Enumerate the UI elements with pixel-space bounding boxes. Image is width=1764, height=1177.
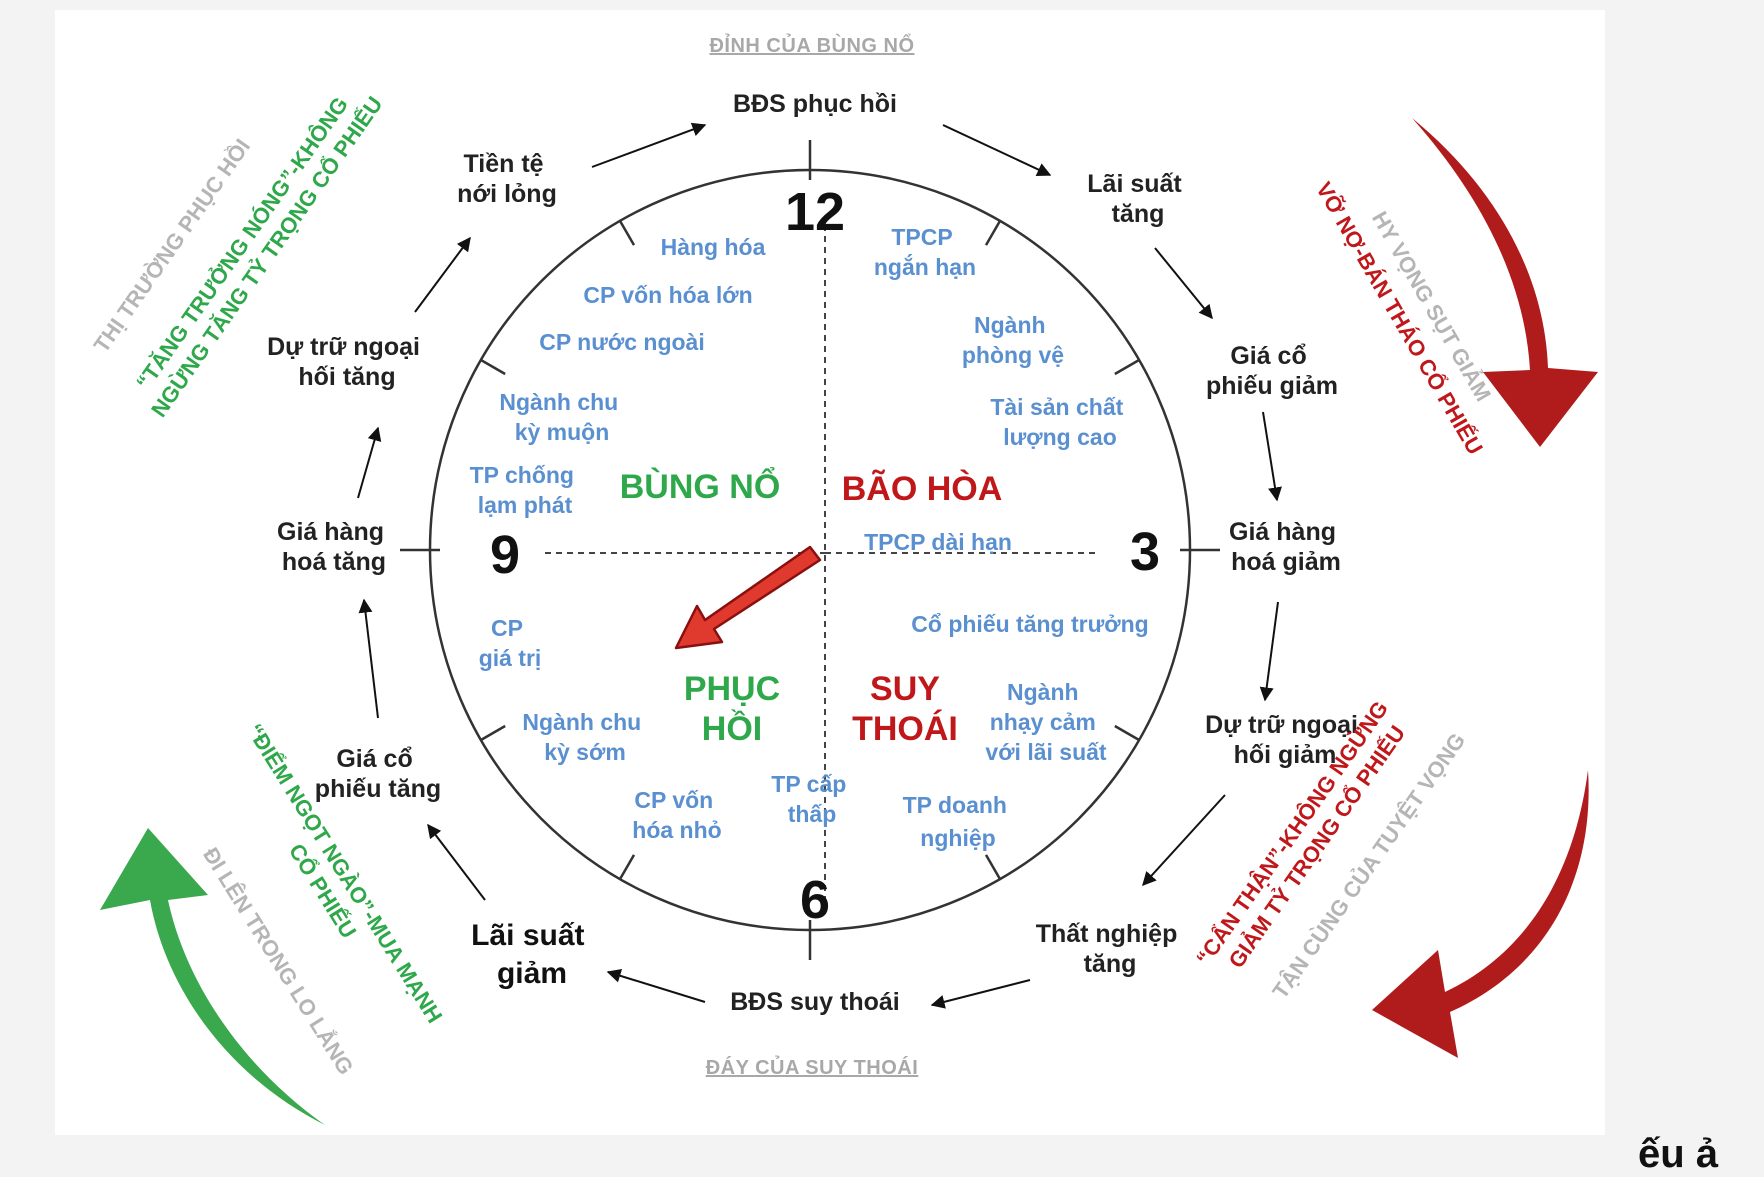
node-gia-co-phieu-giam: Giá cổ phiếu giảm (1206, 342, 1338, 400)
node-gia-co-phieu-tang: Giá cổ phiếu tăng (315, 745, 441, 803)
clock-tick-2 (1114, 358, 1140, 376)
peak-of-boom-label: ĐỈNH CỦA BÙNG NỔ (709, 33, 914, 57)
asset-nganh-chu-ky-muon: Ngành chu kỳ muộn (499, 389, 624, 445)
clock-tick-11 (618, 220, 636, 246)
clock-ticks (400, 140, 1220, 960)
diagram-panel (55, 10, 1605, 1135)
node-gia-hang-hoa-giam: Giá hàng hoá giảm (1229, 518, 1343, 576)
arrow-lai-suat-to-gia-cp (1154, 247, 1213, 320)
quadrant-recession-line-2: THOÁI (852, 710, 958, 748)
node-bds-suy-thoai: BĐS suy thoái (730, 988, 899, 1016)
clock-tick-10 (480, 358, 506, 376)
asset-cp-von-hoa-nho: CP vốn hóa nhỏ (632, 787, 721, 843)
red-curved-arrow-top-right (1412, 118, 1598, 447)
asset-nganh-chu-ky-som: Ngành chu kỳ sớm (522, 709, 647, 765)
node-gia-hang-hoa-tang: Giá hàng hoá tăng (277, 518, 391, 576)
quadrant-saturation-label: BÃO HÒA (842, 470, 1003, 508)
quadrant-recovery-line-1: PHỤC (684, 670, 780, 708)
asset-cp-nuoc-ngoai: CP nước ngoài (539, 329, 705, 355)
clock-face (400, 140, 1220, 960)
clock-hand-arrow (674, 545, 822, 650)
node-du-tru-ngoai-hoi-giam: Dự trữ ngoại hối giảm (1205, 711, 1365, 769)
asset-cp-von-hoa-lon: CP vốn hóa lớn (583, 282, 752, 308)
quadrant-recession-line-1: SUY (870, 670, 940, 708)
arrow-lai-suat-to-gia-cp-tang (427, 823, 486, 901)
asset-tp-chong-lam-phat: TP chống lạm phát (470, 462, 581, 518)
cycle-arrows (357, 122, 1282, 1009)
asset-hang-hoa: Hàng hóa (661, 234, 766, 260)
clock-number-6: 6 (800, 870, 830, 930)
node-tien-te-noi-long: Tiền tệ nới lỏng (457, 150, 557, 208)
quadrant-recovery-line-2: HỒI (702, 710, 762, 748)
clock-number-3: 3 (1130, 522, 1160, 582)
asset-labels: Hàng hóa CP vốn hóa lớn CP nước ngoài Ng… (470, 224, 1149, 851)
quadrant-boom-label: BÙNG NỔ (620, 468, 781, 506)
clock-tick-4 (1114, 724, 1140, 742)
clock-tick-5 (984, 854, 1002, 880)
asset-tai-san-chat-luong-cao: Tài sản chất lượng cao (990, 394, 1129, 450)
arrow-gia-cp-to-hang-hoa (1262, 411, 1282, 502)
big-curved-arrows (100, 118, 1598, 1125)
cycle-nodes: BĐS phục hồi Lãi suất tăng Giá cổ phiếu … (267, 90, 1365, 1016)
asset-tpcp-ngan-han: TPCP ngắn hạn (874, 224, 976, 280)
node-that-nghiep-tang: Thất nghiệp tăng (1036, 920, 1185, 978)
asset-co-phieu-tang-truong: Cổ phiếu tăng trưởng (911, 611, 1148, 637)
asset-nganh-nhay-cam-lai-suat: Ngành nhạy cảm với lãi suất (985, 679, 1107, 765)
clock-number-9: 9 (490, 525, 520, 585)
arrow-that-nghiep-to-bds (930, 979, 1031, 1009)
node-lai-suat-giam: Lãi suất giảm (471, 919, 593, 990)
arrow-hang-hoa-to-du-tru (1259, 601, 1279, 702)
clock-tick-7 (618, 854, 636, 880)
arrow-bds-to-lai-suat-giam (606, 969, 706, 1003)
clock-tick-8 (480, 724, 506, 742)
node-du-tru-ngoai-hoi-tang: Dự trữ ngoại hối tăng (267, 333, 427, 391)
asset-tpcp-dai-han: TPCP dài hạn (864, 529, 1012, 555)
bottom-of-recession-label: ĐÁY CỦA SUY THOÁI (706, 1055, 919, 1079)
node-lai-suat-tang: Lãi suất tăng (1087, 170, 1188, 228)
cut-off-caption-text: ếu ả (1638, 1132, 1719, 1176)
node-bds-phuc-hoi: BĐS phục hồi (733, 90, 897, 118)
clock-number-12: 12 (785, 182, 845, 242)
asset-tp-doanh-nghiep: TP doanh nghiệp (903, 792, 1014, 851)
clock-tick-1 (984, 220, 1002, 246)
arrow-du-tru-to-tien-te (414, 236, 471, 313)
red-curved-arrow-bottom-right (1372, 770, 1589, 1058)
arrow-du-tru-to-that-nghiep (1142, 794, 1226, 887)
asset-cp-gia-tri: CP giá trị (479, 615, 542, 671)
arrow-tien-te-to-bds (591, 122, 707, 168)
arrow-bds-to-lai-suat (942, 124, 1052, 177)
asset-nganh-phong-ve: Ngành phòng vệ (962, 312, 1064, 368)
arrow-gia-cp-to-hang-hoa-tang (358, 598, 379, 719)
green-curved-arrow-bottom-left (100, 828, 325, 1125)
asset-tp-cap-thap: TP cấp thấp (771, 771, 852, 827)
arrow-hang-hoa-to-du-tru-tang (357, 426, 382, 499)
